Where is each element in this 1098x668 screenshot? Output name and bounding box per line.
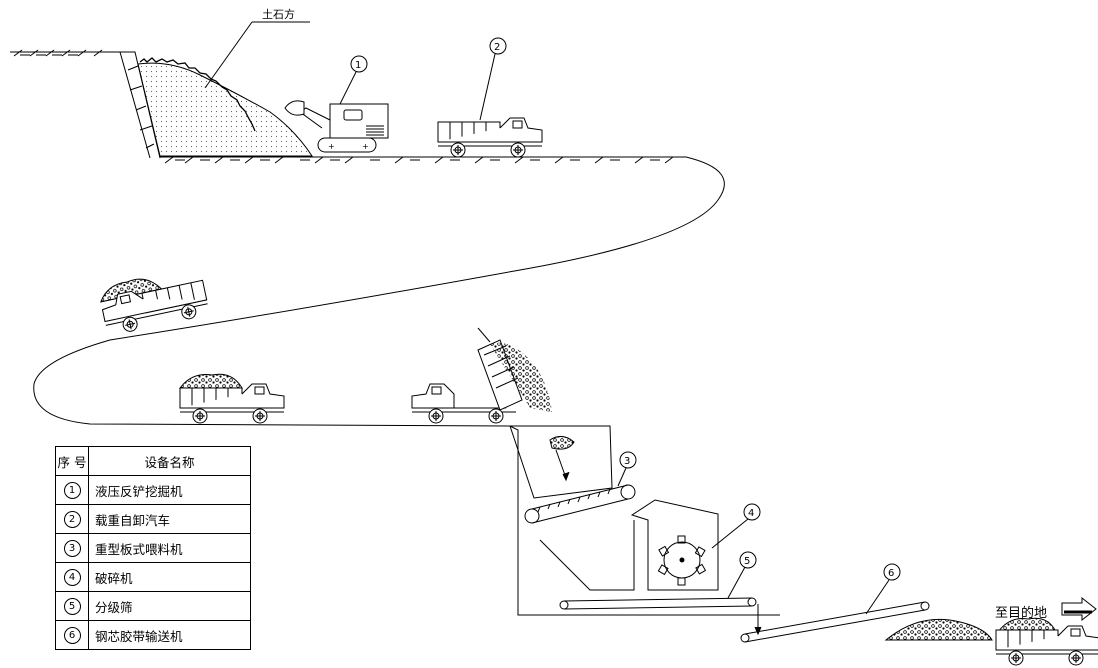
table-row: 5 分级筛 — [56, 592, 251, 621]
dump-truck-empty — [438, 118, 542, 157]
crusher — [632, 500, 718, 590]
rock-falling — [550, 436, 574, 480]
table-header-row: 序 号 设备名称 — [56, 447, 251, 476]
table-row: 2 载重自卸汽车 — [56, 505, 251, 534]
dump-truck-tipping — [412, 328, 552, 423]
mark-6: 6 — [888, 568, 894, 579]
svg-text:+: + — [328, 142, 335, 151]
pile-label: 土石方 — [262, 7, 295, 21]
screen-conveyor — [560, 598, 761, 634]
table-row: 6 钢芯胶带输送机 — [56, 621, 251, 650]
header-name: 设备名称 — [89, 447, 251, 476]
dump-truck-ramp — [98, 266, 210, 336]
ground-top-left — [10, 50, 118, 56]
row-num: 4 — [64, 569, 81, 586]
pile-label-leader — [205, 22, 310, 88]
mark-4: 4 — [748, 508, 754, 519]
row-num: 5 — [64, 598, 81, 615]
table-row: 1 液压反铲挖掘机 — [56, 476, 251, 505]
row-name: 分级筛 — [89, 592, 251, 621]
row-num: 3 — [64, 540, 81, 557]
destination-label: 至目的地 — [995, 602, 1047, 621]
header-num: 序 号 — [56, 447, 89, 476]
row-name: 载重自卸汽车 — [89, 505, 251, 534]
destination-arrow-icon — [1062, 598, 1096, 620]
row-num: 1 — [64, 482, 81, 499]
row-name: 液压反铲挖掘机 — [89, 476, 251, 505]
mark-3: 3 — [624, 456, 630, 467]
mark-1: 1 — [355, 60, 361, 71]
table-row: 4 破碎机 — [56, 563, 251, 592]
row-name: 钢芯胶带输送机 — [89, 621, 251, 650]
row-num: 6 — [64, 627, 81, 644]
row-name: 重型板式喂料机 — [89, 534, 251, 563]
row-num: 2 — [64, 511, 81, 528]
plate-feeder — [525, 485, 635, 523]
svg-text:+: + — [362, 142, 369, 151]
dump-truck-loaded — [180, 374, 284, 423]
mark-2: 2 — [494, 42, 500, 53]
equipment-table: 序 号 设备名称 1 液压反铲挖掘机 2 载重自卸汽车 3 重型板式喂料机 4 … — [55, 446, 251, 650]
row-name: 破碎机 — [89, 563, 251, 592]
product-pile — [886, 619, 992, 640]
dump-truck-final — [996, 618, 1098, 665]
mark-5: 5 — [744, 556, 750, 567]
table-row: 3 重型板式喂料机 — [56, 534, 251, 563]
plant-structure — [510, 426, 780, 615]
